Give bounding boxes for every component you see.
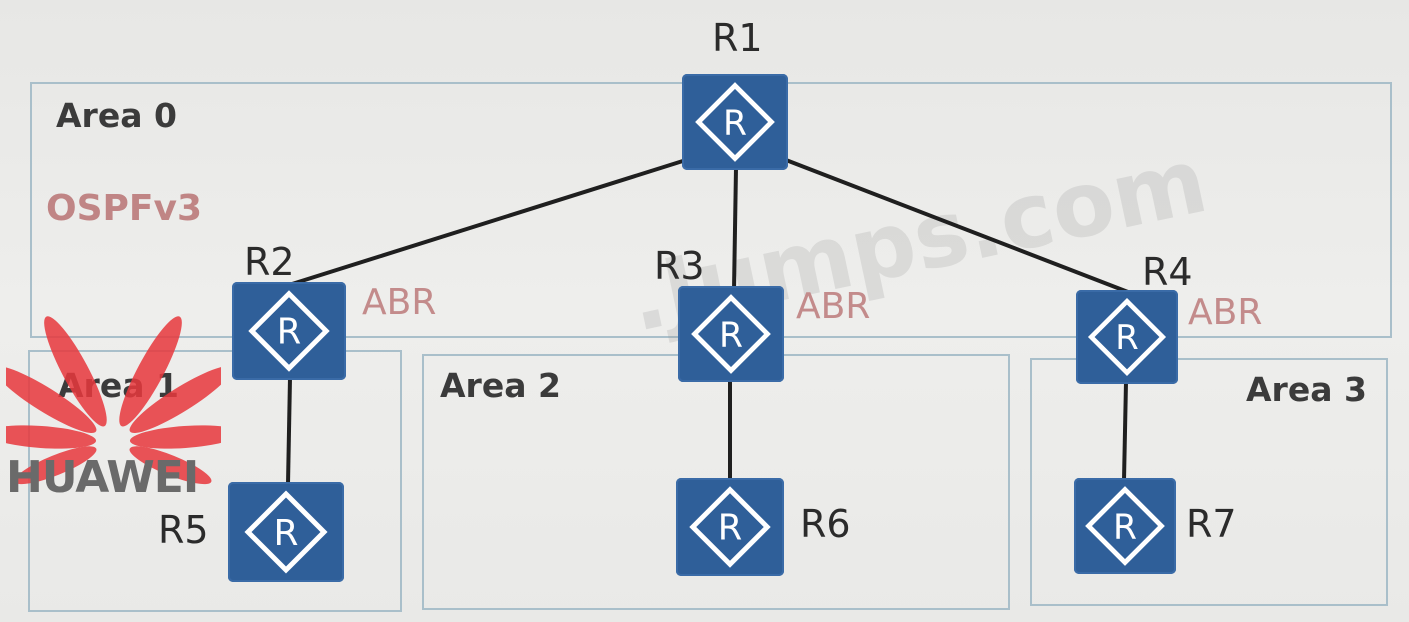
router-r2-role: ABR [362,282,437,323]
router-icon-letter: R [273,513,298,554]
protocol-label: OSPFv3 [46,188,203,229]
router-r6-name: R6 [800,502,851,546]
router-icon: R [689,486,771,568]
router-r2: R [232,282,346,380]
router-r3-name: R3 [654,244,705,288]
area-3-region [1030,358,1388,606]
router-r5: R [228,482,344,582]
router-icon-letter: R [1115,318,1139,357]
area-2-label: Area 2 [440,366,561,405]
huawei-logo-icon [6,316,221,485]
router-icon: R [695,82,775,162]
router-r3-role: ABR [796,286,871,327]
router-icon-letter: R [723,103,747,143]
huawei-logo-text: HUAWEI [6,452,199,503]
router-icon: R [1085,486,1165,566]
router-r4-role: ABR [1188,292,1263,333]
router-r2-name: R2 [244,240,295,284]
link-r1-r3 [732,167,738,291]
link-r1-r4 [785,158,1129,294]
router-icon-letter: R [719,315,743,355]
router-r6: R [676,478,784,576]
router-r7-name: R7 [1186,502,1237,546]
router-r3: R [678,286,784,382]
link-r1-r2 [291,158,687,286]
router-r1-name: R1 [712,16,763,60]
router-icon: R [691,294,771,374]
router-r4-name: R4 [1142,250,1193,294]
router-r7: R [1074,478,1176,574]
area-0-label: Area 0 [56,96,177,135]
router-icon-letter: R [1113,507,1137,547]
router-r1: R [682,74,788,170]
router-icon: R [244,490,328,574]
router-r4: R [1076,290,1178,384]
link-r4-r7 [1122,381,1128,481]
link-r2-r5 [286,377,292,485]
router-icon-letter: R [277,312,302,353]
router-icon: R [1087,297,1167,377]
router-icon-letter: R [718,508,743,549]
area-3-label: Area 3 [1246,370,1367,409]
router-r5-name: R5 [158,508,209,552]
router-icon: R [248,290,330,372]
